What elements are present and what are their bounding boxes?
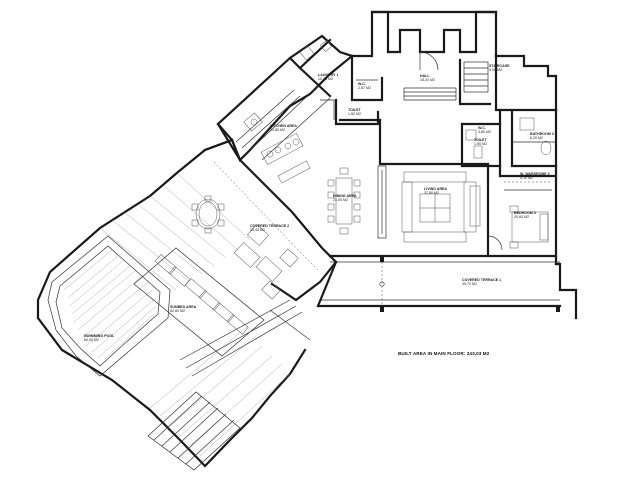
room-label-wc-small: W.C. 2,57 m2 xyxy=(358,82,371,91)
room-label-pool: SWIMMING POOL 60,00 m2 xyxy=(84,334,114,343)
room-name: STAIRCASE xyxy=(489,64,510,68)
room-area: 3,80 m2 xyxy=(478,130,491,135)
room-area: 21,00 m2 xyxy=(333,198,348,203)
room-name: BEDROOM 3 xyxy=(514,211,536,215)
room-area: 4,10 m2 xyxy=(520,176,533,181)
room-label-dining: DINING AREA 21,00 m2 xyxy=(333,194,357,203)
furniture xyxy=(235,40,481,243)
room-area: 21,80 m2 xyxy=(270,128,285,133)
room-name: LIVING AREA xyxy=(424,187,448,191)
room-name: COVERED TERRACE 1 xyxy=(462,278,502,282)
interior-walls xyxy=(320,51,558,258)
room-area: 37,80 m2 xyxy=(424,191,439,196)
room-label-hall: HALL 18,20 m2 xyxy=(420,74,435,83)
room-name: TOILET xyxy=(474,138,487,142)
room-name: BATHROOM 3 xyxy=(530,132,554,136)
room-name: W.C. xyxy=(358,82,366,86)
room-label-terrace-2: COVERED TERRACE 2 29,40 m2 xyxy=(250,224,289,233)
room-area: 18,20 m2 xyxy=(420,78,435,83)
room-area: 39,70 m2 xyxy=(462,282,477,287)
room-name: TOILET xyxy=(348,108,361,112)
room-label-bathroom: BATHROOM 3 6,20 m2 xyxy=(530,132,554,141)
room-label-wardrobe: W. WARDROBE 3 4,10 m2 xyxy=(520,172,550,181)
built-area-caption: BUILT AREA IN MAIN FLOOR: 243,03 M2 xyxy=(398,351,490,356)
room-label-kitchen: KITCHEN AREA 21,80 m2 xyxy=(270,124,297,133)
room-area: 1,90 m2 xyxy=(474,142,487,147)
room-name: DINING AREA xyxy=(333,194,357,198)
room-label-toilet-2: TOILET 1,90 m2 xyxy=(474,138,487,147)
room-label-sunbed: SUNBED AREA 62,80 m2 xyxy=(170,305,196,314)
room-name: SWIMMING POOL xyxy=(84,334,115,338)
room-area: 10,29 m2 xyxy=(318,77,333,82)
room-name: W.C. xyxy=(478,126,486,130)
covered-terrace-2 xyxy=(191,138,338,302)
room-label-wc-2: W.C. 3,80 m2 xyxy=(478,126,491,135)
room-area: 29,40 m2 xyxy=(250,228,265,233)
room-name: HALL xyxy=(420,74,430,78)
room-label-living: LIVING AREA 37,80 m2 xyxy=(424,187,447,196)
room-area: 6,20 m2 xyxy=(530,136,543,141)
room-label-stairs: STAIRCASE 9,00 m2 xyxy=(489,64,510,73)
room-name: SUNBED AREA xyxy=(170,305,197,309)
room-label-bedroom: BEDROOM 3 20,60 m2 xyxy=(514,211,536,220)
room-name: COVERED TERRACE 2 xyxy=(250,224,290,228)
room-label-terrace-1: COVERED TERRACE 1 39,70 m2 xyxy=(462,278,501,287)
room-area: 9,00 m2 xyxy=(489,68,502,73)
room-area: 60,00 m2 xyxy=(84,338,99,343)
room-area: 1,50 m2 xyxy=(348,112,361,117)
room-name: KITCHEN AREA xyxy=(270,124,298,128)
room-area: 62,80 m2 xyxy=(170,309,185,314)
room-area: 20,60 m2 xyxy=(514,215,529,220)
room-label-toilet-1: TOILET 1,50 m2 xyxy=(348,108,361,117)
house-walls xyxy=(216,10,578,320)
pool-deck-wing xyxy=(36,138,311,471)
room-label-laundry: LAUNDRY 1 10,29 m2 xyxy=(318,73,338,82)
room-name: W. WARDROBE 3 xyxy=(520,172,550,176)
room-area: 2,57 m2 xyxy=(358,86,371,91)
room-name: LAUNDRY 1 xyxy=(318,73,339,77)
